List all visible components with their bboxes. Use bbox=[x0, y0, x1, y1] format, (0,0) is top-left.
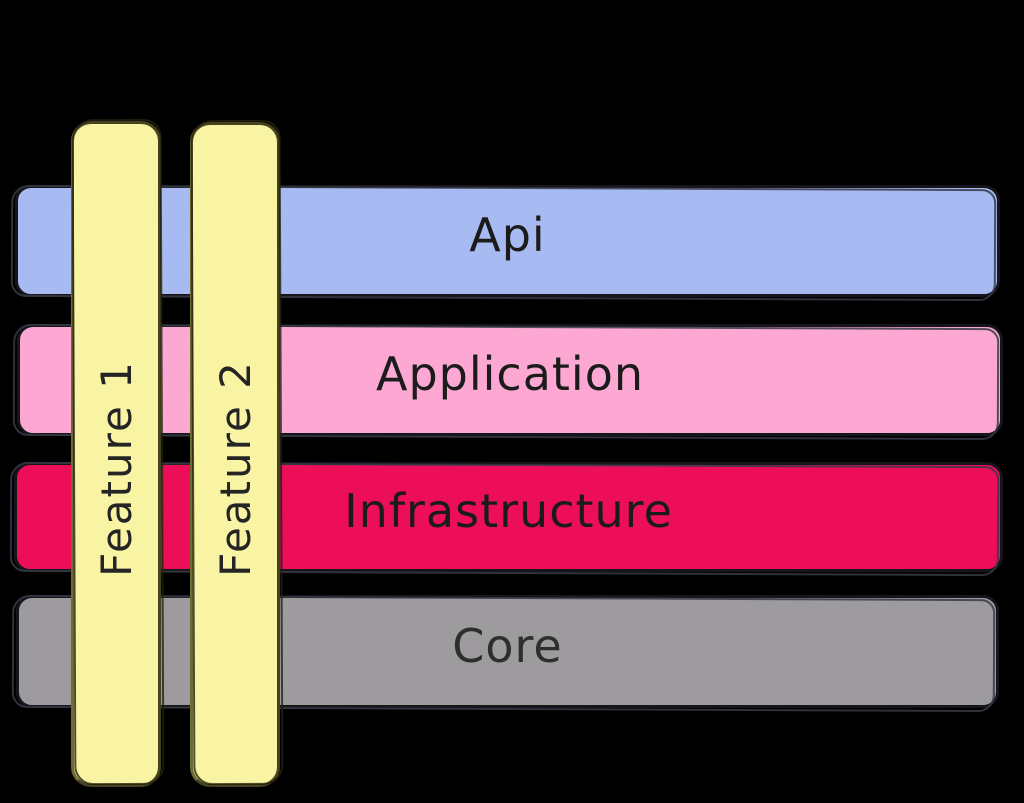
layer-label-api: Api bbox=[469, 208, 546, 262]
feature-label-1: Feature 1 bbox=[91, 359, 141, 577]
layer-label-infrastructure: Infrastructure bbox=[344, 484, 673, 538]
layer-label-application: Application bbox=[375, 347, 645, 401]
layer-bar-application: Application bbox=[17, 324, 1003, 436]
feature-label-2: Feature 2 bbox=[210, 360, 260, 577]
layer-label-core: Core bbox=[452, 618, 563, 673]
feature-bar-2: Feature 2 bbox=[190, 122, 280, 787]
layer-bar-core: Core bbox=[16, 595, 999, 708]
layer-bar-infrastructure: Infrastructure bbox=[14, 462, 1003, 572]
layer-bar-api: Api bbox=[15, 185, 1000, 297]
feature-bar-1: Feature 1 bbox=[71, 121, 161, 787]
